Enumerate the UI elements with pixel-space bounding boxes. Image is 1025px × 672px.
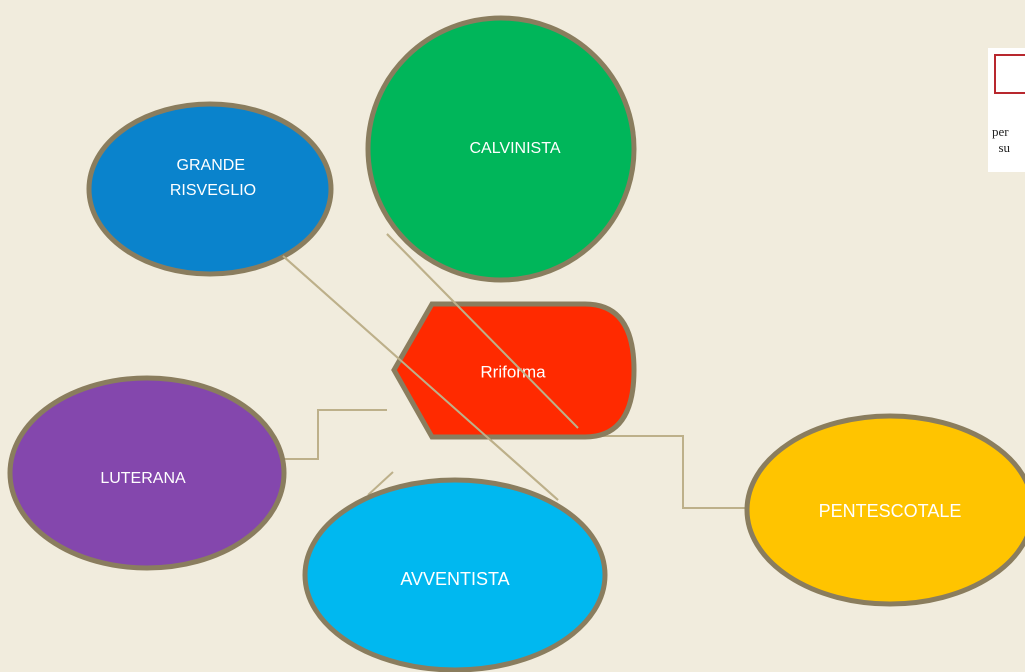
node-avventista-label: AVVENTISTA: [400, 569, 509, 589]
center-node-shape: [391, 301, 637, 440]
connector-overlay-grande-risveglio: [282, 255, 559, 501]
node-pentescotale-shape: [744, 413, 1025, 607]
node-pentescotale-label: PENTESCOTALE: [819, 501, 962, 521]
center-node-rriforma[interactable]: Rriforma: [391, 301, 637, 440]
node-luterana-label: LUTERANA: [100, 470, 186, 487]
center-node-label: Rriforma: [480, 362, 546, 381]
node-avventista-shape: [302, 477, 608, 672]
node-pentescotale[interactable]: PENTESCOTALE: [744, 413, 1025, 607]
watermark-logo: per su: [988, 48, 1025, 172]
node-grande-risveglio-line-2: RISVEGLIO: [170, 182, 256, 199]
node-grande-risveglio-shape: [86, 101, 334, 277]
node-calvinista-shape: [365, 15, 637, 283]
connector-pentescotale: [590, 435, 748, 509]
connector-avventista: [367, 471, 394, 496]
watermark-text: per su: [992, 124, 1011, 155]
node-luterana[interactable]: LUTERANA: [7, 375, 287, 571]
connector-luterana: [283, 409, 387, 460]
connectors-overlay: [282, 233, 579, 501]
node-avventista[interactable]: AVVENTISTA: [302, 477, 608, 672]
node-grande-risveglio-line-1: GRANDE: [177, 157, 245, 174]
node-calvinista-line-1: CALVINISTA: [470, 140, 561, 157]
node-avventista-line-1: AVVENTISTA: [400, 569, 509, 589]
node-luterana-line-1: LUTERANA: [100, 470, 186, 487]
watermark-box: [994, 54, 1025, 94]
connector-overlay-calvinista: [386, 233, 579, 429]
node-luterana-shape: [7, 375, 287, 571]
node-pentescotale-line-1: PENTESCOTALE: [819, 501, 962, 521]
node-grande-risveglio-label: GRANDE RISVEGLIO: [170, 157, 256, 199]
node-grande-risveglio[interactable]: GRANDE RISVEGLIO: [86, 101, 334, 277]
node-calvinista[interactable]: CALVINISTA: [365, 15, 637, 283]
node-calvinista-label: CALVINISTA: [470, 140, 561, 157]
